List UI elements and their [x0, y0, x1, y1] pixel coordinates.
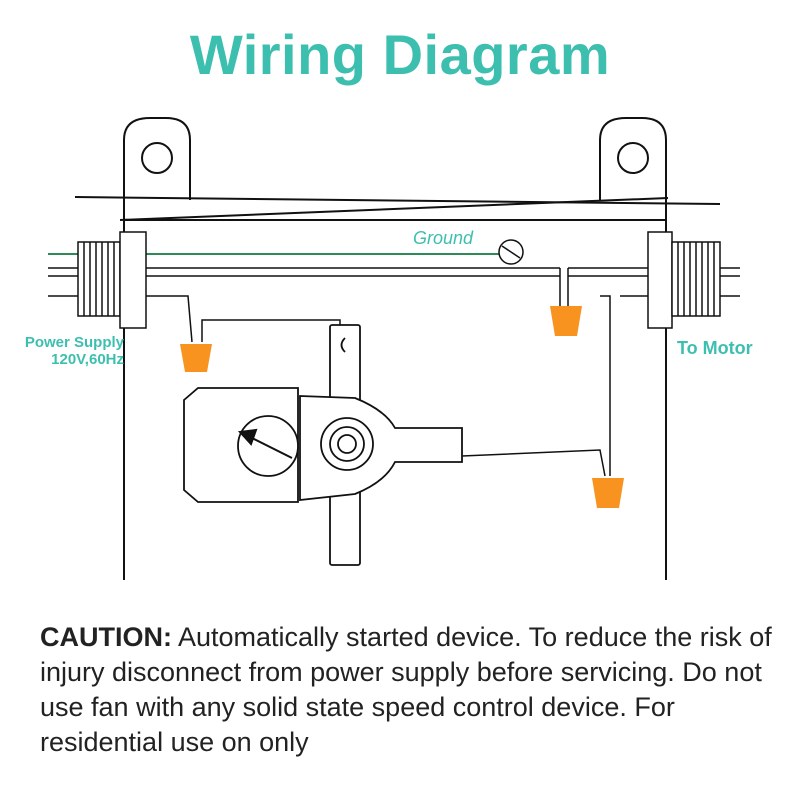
wire-nut-center — [550, 306, 582, 336]
power-supply-line2: 120V,60Hz — [51, 351, 124, 368]
wire-nuts — [180, 306, 624, 508]
wire-nut-left — [180, 344, 212, 372]
right-cable-connector — [647, 231, 721, 329]
left-cable-connector — [77, 231, 147, 329]
ground-screw-icon — [498, 239, 524, 265]
dial-arrow-icon — [237, 428, 293, 459]
junction-box — [74, 117, 721, 580]
caution-text: Automatically started device. To reduce … — [40, 622, 772, 757]
caution-notice: CAUTION: Automatically started device. T… — [40, 620, 780, 760]
page-title: Wiring Diagram — [189, 23, 611, 86]
supply-cable — [48, 267, 740, 297]
to-motor-label: To Motor — [677, 338, 753, 358]
power-supply-line1: Power Supply — [24, 334, 124, 351]
wire-nut-right — [592, 478, 624, 508]
caution-heading: CAUTION: — [40, 622, 172, 652]
power-supply-label: Power Supply 120V,60Hz — [2, 334, 124, 368]
ground-label: Ground — [413, 228, 474, 248]
thermostat-control — [183, 324, 463, 566]
